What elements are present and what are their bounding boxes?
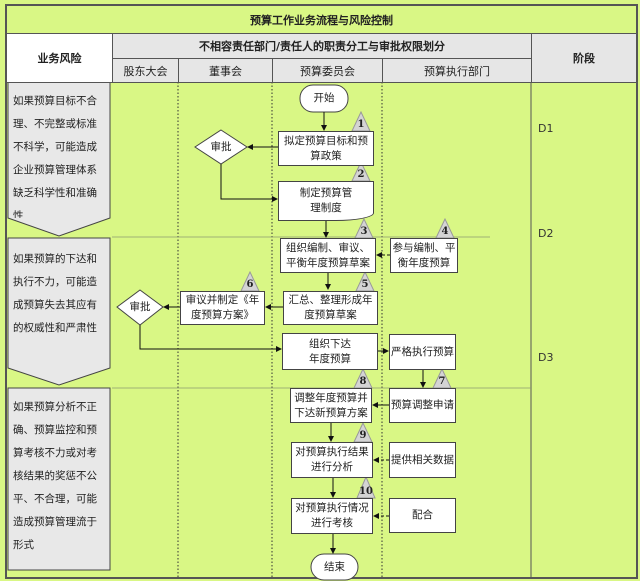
step-number-9: 9 (359, 430, 367, 441)
risk-arrow-shapes (7, 81, 111, 571)
step-9: 对预算执行结果进行分析 (291, 442, 373, 478)
step-number-7: 7 (438, 376, 446, 387)
step-issue-budget: 组织下达年度预算 (282, 333, 378, 370)
step-10: 对预算执行情况进行考核 (291, 498, 373, 534)
step-5: 汇总、整理形成年度预算草案 (283, 291, 378, 325)
step-6: 审议并制定《年度预算方案》 (180, 291, 265, 325)
step-4: 参与编制、平衡年度预算 (390, 238, 458, 273)
step-2: 制定预算管理制度 (278, 181, 374, 221)
phase-d3: D3 (538, 351, 554, 364)
header-phase: 阶段 (531, 33, 637, 83)
end-node: 结束 (324, 561, 345, 573)
step-number-6: 6 (246, 279, 254, 290)
phase-d2: D2 (538, 227, 554, 240)
lane-budget-committee: 预算委员会 (272, 58, 383, 83)
decision-diamonds (116, 84, 359, 581)
step-7: 预算调整申请 (389, 388, 456, 423)
start-node: 开始 (313, 92, 335, 104)
step-number-4: 4 (441, 226, 449, 237)
approve-diamond-1: 审批 (210, 141, 232, 153)
step-provide-data: 提供相关数据 (389, 442, 456, 478)
step-cooperate: 配合 (389, 498, 456, 533)
risk-1: 如果预算目标不合理、不完整或标准不科学，可能造成企业预算管理体系缺乏科学性和准确… (13, 95, 97, 218)
lane-board: 董事会 (178, 58, 273, 83)
page-title: 预算工作业务流程与风险控制 (6, 5, 637, 34)
approve-diamond-2: 审批 (129, 301, 151, 313)
step-triangles (240, 110, 455, 499)
step-number-10: 10 (359, 486, 373, 497)
step-number-8: 8 (359, 376, 367, 387)
step-execute: 严格执行预算 (389, 334, 456, 370)
header-division: 不相容责任部门/责任人的职责分工与审批权限划分 (112, 33, 532, 59)
step-3: 组织编制、审议、平衡年度预算草案 (280, 238, 376, 273)
step-number-3: 3 (360, 226, 368, 237)
step-8: 调整年度预算并下达新预算方案 (290, 388, 372, 423)
risk-2: 如果预算的下达和执行不力，可能造成预算失去其应有的权威性和严肃性 (13, 253, 97, 334)
phase-d1: D1 (538, 122, 554, 135)
step-number-5: 5 (361, 279, 369, 290)
risk-3: 如果预算分析不正确、预算监控和预算考核不力或对考核结果的奖惩不公平、不合理，可能… (13, 401, 97, 551)
lane-shareholders: 股东大会 (112, 58, 179, 83)
step-number-1: 1 (357, 119, 365, 130)
lane-exec-dept: 预算执行部门 (382, 58, 532, 83)
step-number-2: 2 (357, 169, 365, 180)
step-1: 拟定预算目标和预算政策 (278, 131, 374, 166)
header-risk: 业务风险 (6, 33, 113, 83)
